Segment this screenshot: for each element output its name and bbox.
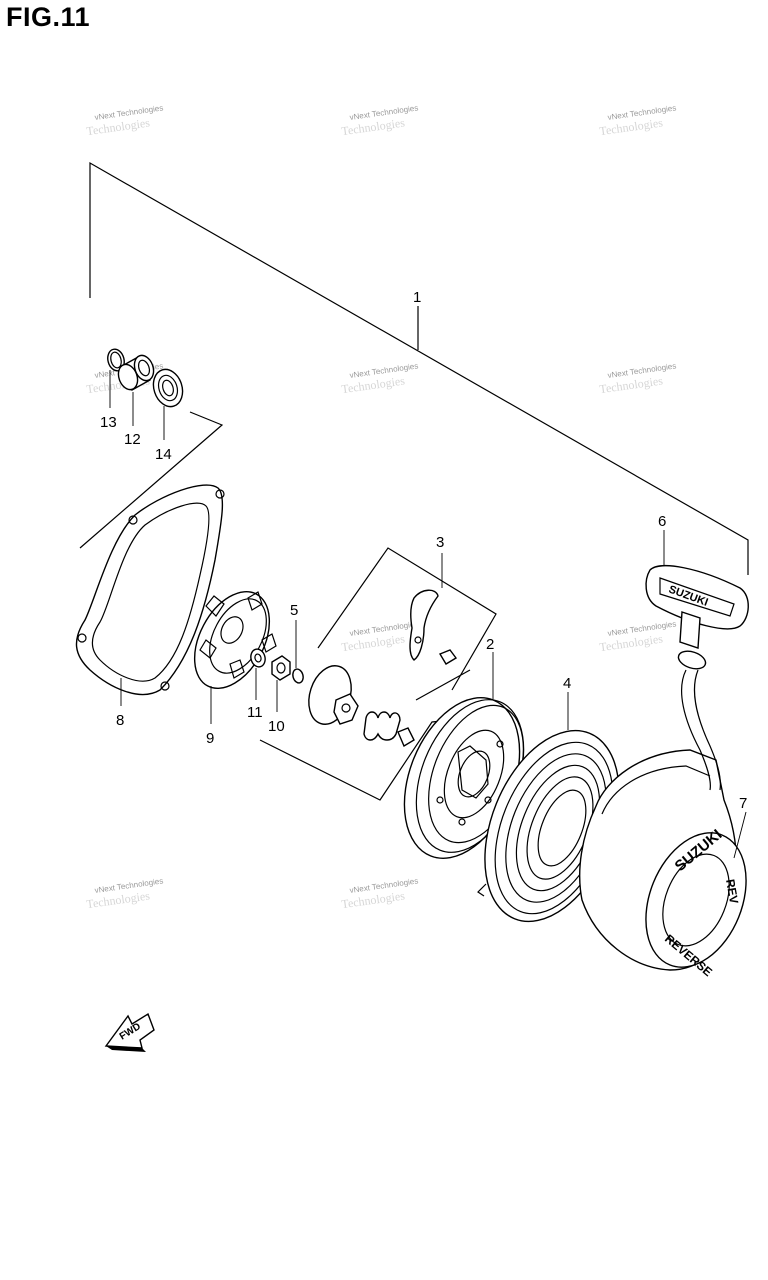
watermark: Technologies vNext Technologies xyxy=(341,361,419,396)
watermark: Technologies vNext Technologies xyxy=(599,103,677,138)
callout-9: 9 xyxy=(206,730,214,747)
callout-1: 1 xyxy=(413,289,421,306)
callout-10: 10 xyxy=(268,718,285,735)
callout-4: 4 xyxy=(563,675,571,692)
callout-5: 5 xyxy=(290,602,298,619)
friction-plate xyxy=(308,665,359,725)
watermark: Technologies vNext Technologies xyxy=(341,619,419,654)
callout-7: 7 xyxy=(739,795,747,812)
callout-13: 13 xyxy=(100,414,117,431)
callout-6: 6 xyxy=(658,513,666,530)
figure-title: FIG.11 xyxy=(6,2,91,32)
callout-11: 11 xyxy=(247,704,263,721)
fwd-arrow-icon: FWD xyxy=(104,1012,155,1052)
housing-rev-text: REV xyxy=(723,878,741,905)
drive-pulley xyxy=(193,590,277,724)
oil-seal xyxy=(152,368,184,440)
return-spring xyxy=(363,711,415,748)
starter-handle: SUZUKI xyxy=(645,530,749,791)
washer xyxy=(250,648,266,700)
watermark: Technologies vNext Technologies xyxy=(341,876,419,911)
callout-8: 8 xyxy=(116,712,124,729)
assembly-bracket xyxy=(89,161,749,575)
callout-12: 12 xyxy=(124,431,141,448)
watermark: Technologies vNext Technologies xyxy=(86,876,164,911)
bushing xyxy=(117,354,155,426)
gasket xyxy=(75,484,225,706)
callout-3: 3 xyxy=(436,534,444,551)
watermark: Technologies vNext Technologies xyxy=(599,619,677,654)
watermark: Technologies vNext Technologies xyxy=(599,361,677,396)
pawl-box xyxy=(317,547,497,691)
o-ring xyxy=(107,348,125,408)
watermark: Technologies vNext Technologies xyxy=(86,103,164,138)
callout-14: 14 xyxy=(155,446,172,463)
small-clip xyxy=(292,620,304,684)
leader-line xyxy=(733,811,747,859)
nut xyxy=(271,655,291,712)
starter-housing: SUZUKI REVERSE REV xyxy=(579,749,747,979)
callouts: 1 2 3 4 5 6 7 8 9 10 11 12 13 14 xyxy=(100,289,747,812)
watermark: Technologies vNext Technologies xyxy=(341,103,419,138)
callout-2: 2 xyxy=(486,636,494,653)
